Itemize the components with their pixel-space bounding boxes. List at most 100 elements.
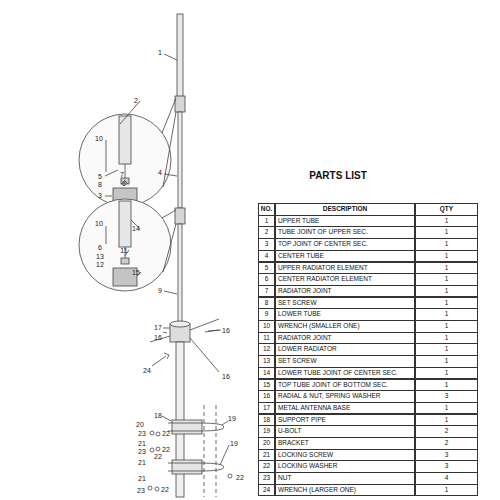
callout-number: 16 [222, 327, 230, 334]
callout-number: 2 [134, 97, 138, 104]
table-cell: 3 [415, 390, 478, 403]
table-cell: 16 [258, 390, 275, 403]
table-cell: 14 [258, 367, 275, 380]
callout-number: 12 [96, 261, 104, 268]
callout-number: 15 [132, 269, 140, 276]
table-cell: 3 [258, 238, 275, 251]
table-cell: 1 [415, 355, 478, 368]
table-cell: 22 [258, 460, 275, 473]
table-cell: 1 [415, 285, 478, 298]
table-cell: RADIATOR JOINT [275, 332, 415, 345]
table-cell: 1 [415, 367, 478, 380]
callout-number: 22 [236, 474, 244, 481]
table-cell: 23 [258, 472, 275, 485]
table-cell: 21 [258, 449, 275, 462]
callout-number: 5 [98, 173, 102, 180]
callout-number: 11 [120, 247, 127, 254]
callout-number: 4 [158, 169, 162, 176]
table-cell: TOP JOINT OF CENTER SEC. [275, 238, 415, 251]
table-cell: 4 [258, 250, 275, 263]
table-cell: 1 [415, 238, 478, 251]
table-cell: 8 [258, 297, 275, 310]
table-cell: SET SCREW [275, 355, 415, 368]
callout-number: 6 [122, 180, 126, 187]
table-cell: 1 [415, 379, 478, 392]
table-cell: CENTER RADIATOR ELEMENT [275, 273, 415, 286]
callout-number: 21 [138, 475, 146, 482]
callout-number: 8 [98, 181, 102, 188]
table-cell: TOP TUBE JOINT OF BOTTOM SEC. [275, 379, 415, 392]
table-cell: WRENCH (SMALLER ONE) [275, 320, 415, 333]
callout-number: 7 [120, 171, 124, 178]
table-cell: 1 [415, 402, 478, 415]
table-cell: TUBE JOINT OF UPPER SEC. [275, 226, 415, 239]
table-cell: LOWER TUBE [275, 308, 415, 321]
table-cell: SET SCREW [275, 297, 415, 310]
table-cell: 1 [415, 226, 478, 239]
callout-number: 22 [162, 430, 170, 437]
callout-number: 22 [161, 486, 169, 493]
table-header: QTY [415, 203, 478, 216]
table-cell: RADIAL & NUT, SPRING WASHER [275, 390, 415, 403]
callout-number: 14 [132, 225, 140, 232]
table-cell: 1 [258, 215, 275, 228]
table-cell: METAL ANTENNA BASE [275, 402, 415, 415]
table-cell: 1 [415, 250, 478, 263]
callout-number: 22 [162, 446, 170, 453]
table-cell: 2 [258, 226, 275, 239]
table-cell: 15 [258, 379, 275, 392]
callout-number: 17 [154, 324, 162, 331]
table-cell: 19 [258, 425, 275, 438]
table-cell: 5 [258, 262, 275, 275]
table-cell: UPPER TUBE [275, 215, 415, 228]
table-cell: 1 [415, 320, 478, 333]
callout-number: 23 [137, 487, 145, 494]
callout-number: 6 [98, 244, 102, 251]
table-cell: SUPPORT PIPE [275, 414, 415, 427]
table-cell: UPPER RADIATOR ELEMENT [275, 262, 415, 275]
table-cell: WRENCH (LARGER ONE) [275, 484, 415, 497]
table-cell: 1 [415, 343, 478, 356]
table-cell: 1 [415, 297, 478, 310]
table-cell: 3 [415, 460, 478, 473]
callout-number: 22 [154, 453, 162, 460]
callout-number: 1 [158, 49, 162, 56]
callout-number: 10 [95, 220, 103, 227]
callout-number: 13 [96, 253, 104, 260]
callout-number: 19 [228, 415, 236, 422]
callout-number: 23 [138, 448, 146, 455]
table-cell: 24 [258, 484, 275, 497]
table-cell: 1 [415, 414, 478, 427]
callout-number: 24 [143, 367, 151, 374]
table-header: DESCRIPTION [275, 203, 415, 216]
table-cell: 13 [258, 355, 275, 368]
table-cell: 1 [415, 332, 478, 345]
table-cell: 1 [415, 215, 478, 228]
table-cell: 10 [258, 320, 275, 333]
table-cell: LOWER TUBE JOINT OF CENTER SEC. [275, 367, 415, 380]
table-header: NO. [258, 203, 275, 216]
table-cell: 17 [258, 402, 275, 415]
table-title: PARTS LIST [309, 170, 367, 181]
callout-number: 3 [98, 192, 102, 199]
table-cell: LOCKING WASHER [275, 460, 415, 473]
table-cell: BRACKET [275, 437, 415, 450]
table-cell: NUT [275, 472, 415, 485]
table-cell: RADIATOR JOINT [275, 285, 415, 298]
table-cell: 2 [415, 425, 478, 438]
table-cell: 18 [258, 414, 275, 427]
table-cell: 1 [415, 484, 478, 497]
table-cell: 11 [258, 332, 275, 345]
table-cell: 6 [258, 273, 275, 286]
callout-number: 16 [222, 373, 230, 380]
callout-number: 23 [138, 430, 146, 437]
table-cell: LOWER RADIATOR [275, 343, 415, 356]
table-cell: 3 [415, 449, 478, 462]
table-cell: CENTER TUBE [275, 250, 415, 263]
callout-number: 16 [154, 334, 162, 341]
table-cell: 1 [415, 308, 478, 321]
table-cell: LOCKING SCREW [275, 449, 415, 462]
callout-number: 20 [136, 421, 144, 428]
callout-number: 19 [230, 440, 238, 447]
